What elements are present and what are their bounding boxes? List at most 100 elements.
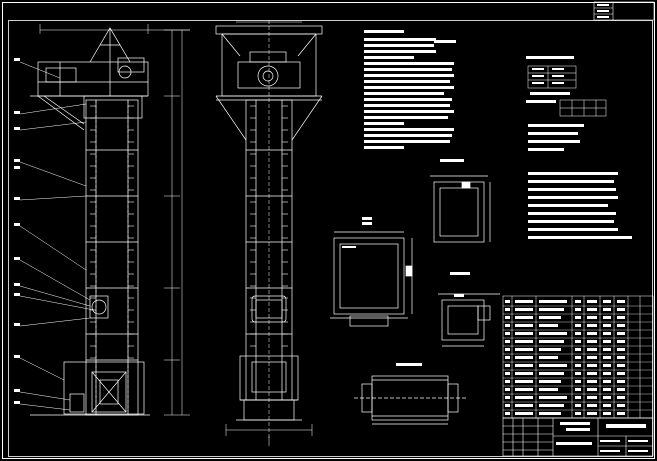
- parts-cell-fill: [617, 324, 625, 327]
- parts-cell-fill: [617, 356, 625, 359]
- parts-cell-fill: [515, 380, 533, 383]
- corner-revision-block: [593, 1, 655, 21]
- note-line: [364, 122, 404, 125]
- note-line: [364, 74, 454, 77]
- parts-cell-fill: [587, 412, 597, 415]
- parts-cell-fill: [587, 356, 597, 359]
- parts-cell-fill: [575, 316, 581, 319]
- parts-cell-fill: [515, 404, 533, 407]
- parts-cell-fill: [587, 324, 597, 327]
- note-line: [434, 40, 456, 43]
- parts-cell-fill: [617, 332, 625, 335]
- note-line: [364, 134, 452, 137]
- parts-cell-fill: [539, 324, 558, 327]
- parts-cell-fill: [575, 332, 581, 335]
- parts-cell-fill: [617, 348, 625, 351]
- parts-cell-fill: [617, 316, 625, 319]
- parts-cell-fill: [575, 308, 581, 311]
- parts-cell-fill: [505, 380, 510, 383]
- parts-cell-fill: [515, 332, 533, 335]
- drum-pulley-view: [354, 375, 468, 425]
- note-line: [364, 146, 404, 149]
- parts-cell-fill: [539, 340, 564, 343]
- front-elevation-view: [30, 27, 150, 416]
- parts-cell-fill: [587, 404, 597, 407]
- parts-cell-fill: [539, 380, 561, 383]
- parts-cell-fill: [515, 324, 533, 327]
- note-line: [364, 86, 454, 89]
- parts-cell-fill: [539, 308, 564, 311]
- parts-cell-fill: [603, 396, 611, 399]
- parts-cell-fill: [587, 332, 597, 335]
- parts-cell-fill: [505, 316, 510, 319]
- drum-view-label: [396, 363, 422, 366]
- parts-cell-fill: [587, 340, 597, 343]
- parts-cell-fill: [587, 308, 597, 311]
- parts-cell-fill: [539, 332, 567, 335]
- parts-cell-fill: [603, 300, 611, 303]
- parts-cell-fill: [505, 308, 510, 311]
- callout-labels: [14, 58, 20, 404]
- parts-cell-fill: [603, 372, 611, 375]
- front-view-dimensions: [39, 24, 190, 416]
- parts-cell-fill: [603, 356, 611, 359]
- detail-view-casing-section: [330, 231, 413, 327]
- parts-cell-fill: [575, 404, 581, 407]
- front-view-bucket-marks: [90, 105, 134, 359]
- parts-cell-fill: [603, 412, 611, 415]
- note-line: [364, 50, 436, 53]
- detail-view-flange: [430, 175, 491, 243]
- technical-requirements-text: [364, 30, 456, 149]
- parts-cell-fill: [587, 300, 597, 303]
- parts-cell-fill: [587, 316, 597, 319]
- note-line: [528, 196, 618, 199]
- parameter-table: [527, 65, 607, 117]
- parts-cell-fill: [539, 364, 567, 367]
- parts-cell-fill: [539, 412, 561, 415]
- note-line: [528, 124, 584, 127]
- parts-cell-fill: [505, 348, 510, 351]
- parts-cell-fill: [617, 372, 625, 375]
- note-line: [528, 212, 616, 215]
- parts-cell-fill: [539, 404, 564, 407]
- note-line: [528, 180, 614, 183]
- side-view-dimensions: [225, 21, 313, 446]
- technical-parameters-text: [526, 56, 632, 239]
- note-line: [530, 92, 570, 95]
- parts-cell-fill: [505, 356, 510, 359]
- parts-cell-fill: [617, 380, 625, 383]
- parts-cell-fill: [539, 396, 567, 399]
- parts-cell-fill: [539, 316, 561, 319]
- parts-cell-fill: [539, 300, 567, 303]
- note-line: [364, 116, 448, 119]
- parts-cell-fill: [515, 388, 533, 391]
- note-line: [528, 140, 580, 143]
- detail-view-b-label: [440, 159, 464, 162]
- parts-cell-fill: [505, 364, 510, 367]
- parts-cell-fill: [575, 324, 581, 327]
- note-line: [364, 128, 454, 131]
- note-line: [526, 56, 574, 59]
- parts-cell-fill: [617, 300, 625, 303]
- note-line: [528, 188, 616, 191]
- parts-cell-fill: [603, 324, 611, 327]
- parts-cell-fill: [505, 396, 510, 399]
- note-line: [528, 204, 608, 207]
- parts-cell-fill: [575, 372, 581, 375]
- note-line: [364, 80, 450, 83]
- title-block-fills: [556, 422, 648, 452]
- note-line: [364, 140, 450, 143]
- parts-cell-fill: [587, 388, 597, 391]
- note-line: [364, 110, 454, 113]
- note-line: [364, 62, 454, 65]
- table-cell-fill: [532, 75, 544, 77]
- table-cell-fill: [552, 82, 564, 84]
- parts-cell-fill: [505, 300, 510, 303]
- parts-cell-fill: [515, 372, 533, 375]
- note-line: [396, 44, 426, 47]
- detail-view-a-label: [362, 217, 372, 225]
- note-line: [364, 30, 404, 33]
- parts-cell-fill: [617, 412, 625, 415]
- parts-cell-fill: [575, 388, 581, 391]
